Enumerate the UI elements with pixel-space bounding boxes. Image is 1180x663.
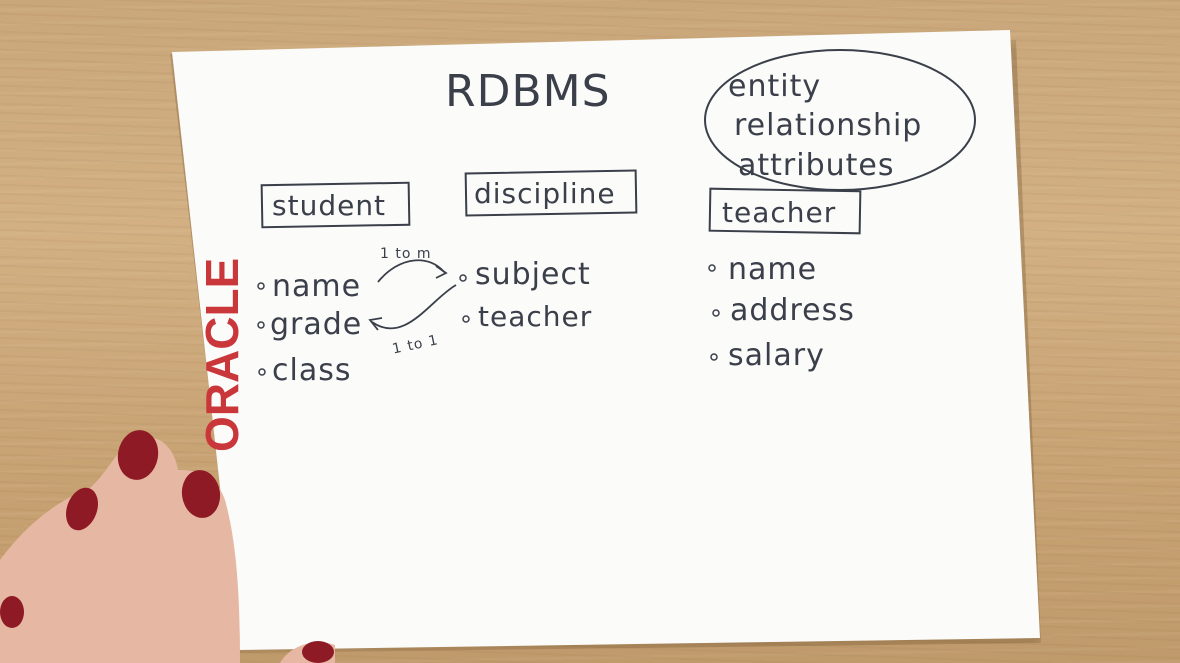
discipline-attr-subject: subject <box>475 257 591 292</box>
relationship-arrows <box>368 259 457 331</box>
student-attr-class: class <box>272 353 351 388</box>
teacher-attr-salary: salary <box>728 338 825 373</box>
paper-sheet <box>172 30 1040 650</box>
arrowhead-grade <box>368 317 383 331</box>
teacher-attr-address: address <box>730 293 855 328</box>
discipline-attributes: subject teacher <box>459 257 592 333</box>
student-attr-name: name <box>272 269 361 304</box>
discipline-attr-teacher: teacher <box>478 300 592 333</box>
student-attr-grade: grade <box>270 307 362 342</box>
oracle-logo: ORACLE <box>196 258 248 452</box>
fingernail-ring <box>66 487 98 531</box>
entity-name-teacher: teacher <box>722 196 836 229</box>
teacher-attributes: name address salary <box>708 252 855 373</box>
entity-name-discipline: discipline <box>474 177 616 210</box>
arrowhead-subject <box>435 265 448 279</box>
fingernail-thumb <box>302 641 334 663</box>
relationship-label-1-to-1: 1 to 1 <box>391 332 440 357</box>
concept-attributes: attributes <box>738 148 894 183</box>
fingernail-pinky <box>0 596 24 628</box>
entity-box-teacher: teacher <box>708 187 862 235</box>
arrow-subject-to-grade <box>371 284 457 330</box>
arrow-name-to-subject <box>377 259 445 283</box>
relationship-label-1-to-m: 1 to m <box>380 246 432 262</box>
title-rdbms: RDBMS <box>445 66 611 117</box>
fingernail-index <box>117 430 159 480</box>
concept-relationship: relationship <box>734 108 922 143</box>
fingernail-middle <box>181 470 221 518</box>
entity-name-student: student <box>272 189 386 222</box>
entity-box-discipline: discipline <box>464 169 638 217</box>
concept-entity: entity <box>728 69 821 104</box>
hand <box>0 430 335 663</box>
entity-box-student: student <box>260 181 411 229</box>
student-attributes: name grade class <box>257 269 362 388</box>
hand-skin <box>0 437 240 663</box>
teacher-attr-name: name <box>728 252 817 287</box>
